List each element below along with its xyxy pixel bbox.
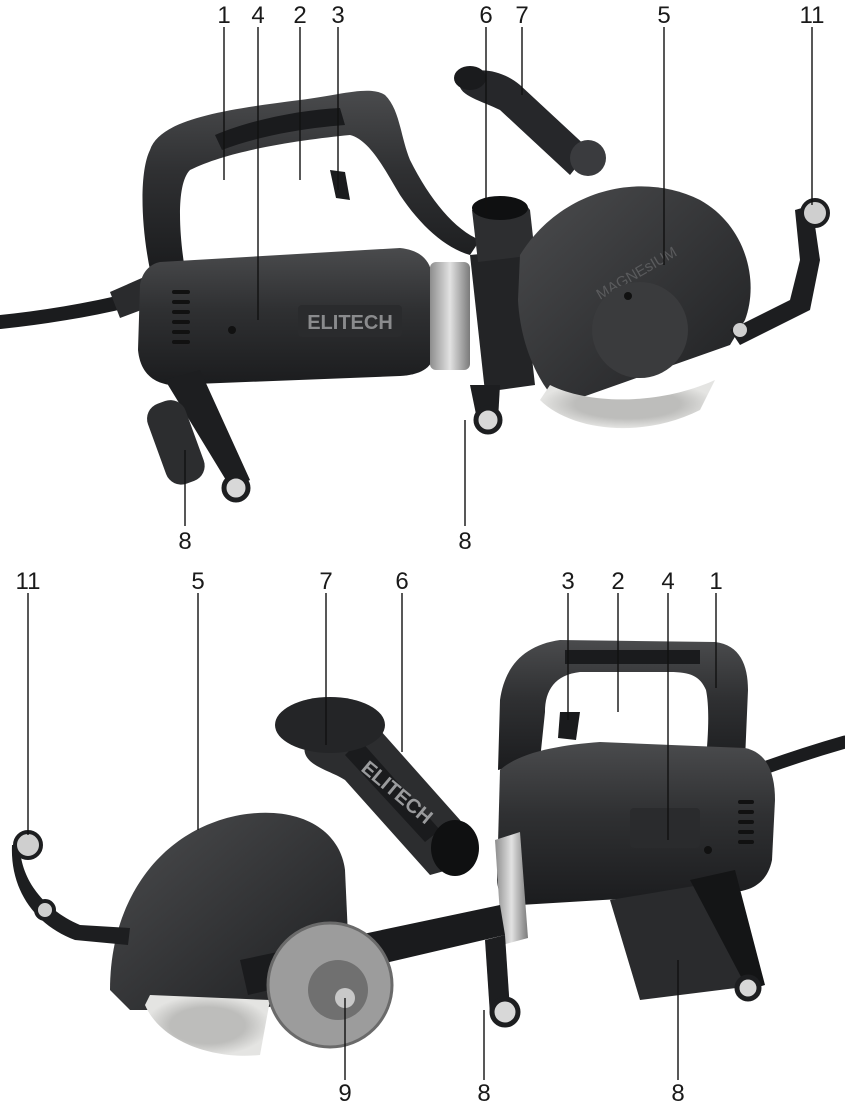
- callout-top-1: 1: [217, 2, 231, 29]
- bottom-handle-grip: [565, 650, 700, 664]
- callout-bottom-11: 11: [15, 568, 41, 595]
- bottom-gear-ring: [495, 832, 528, 945]
- bottom-depth-arm: [11, 845, 130, 945]
- bottom-rear-handle: [498, 640, 748, 770]
- top-brand-label: ELITECH: [307, 312, 393, 334]
- bottom-dust-port: [275, 697, 385, 753]
- callout-bottom-7: 7: [319, 568, 333, 595]
- bottom-trigger: [558, 712, 580, 740]
- callout-top-6: 6: [479, 2, 493, 29]
- callout-top-3: 3: [331, 2, 345, 29]
- callout-top-4: 4: [251, 2, 265, 29]
- top-brand-plate: [298, 305, 402, 337]
- callout-top-7: 7: [515, 2, 529, 29]
- top-dust-port-opening: [472, 196, 528, 220]
- top-side-handle-end: [454, 66, 486, 90]
- callout-bottom-8-rear: 8: [671, 1080, 685, 1107]
- top-tool-view: ELITECH MAGNEsIUM: [0, 66, 830, 503]
- bottom-leader-lines: [27, 593, 717, 1080]
- top-diamond-blade: [540, 380, 715, 429]
- callout-top-5: 5: [657, 2, 671, 29]
- callout-bottom-9: 9: [338, 1080, 352, 1107]
- top-flange-screw: [624, 292, 632, 300]
- callout-bottom-8-front: 8: [477, 1080, 491, 1107]
- bottom-rear-roller-frame: [690, 870, 765, 990]
- top-rear-roller: [147, 400, 205, 485]
- top-rear-roller-bracket: [165, 370, 250, 490]
- bottom-front-roller-bracket: [485, 935, 510, 1015]
- top-side-handle: [459, 70, 590, 175]
- callout-bottom-6: 6: [395, 568, 409, 595]
- top-flange-cover: [592, 282, 688, 378]
- callout-top-2: 2: [293, 2, 307, 29]
- bottom-motor-vents: [738, 800, 754, 844]
- callout-top-8-rear: 8: [178, 528, 192, 555]
- bottom-diamond-blade: [145, 995, 270, 1056]
- top-front-roller-foot: [473, 405, 503, 435]
- bottom-side-handle-opening: [431, 820, 479, 876]
- top-power-cord: [0, 293, 137, 329]
- top-handle-grip: [215, 108, 345, 150]
- callout-bottom-4: 4: [661, 568, 675, 595]
- bottom-housing-plate: [630, 808, 700, 848]
- bottom-front-roller-foot: [489, 996, 521, 1028]
- top-depth-arm-knob: [800, 198, 830, 228]
- bottom-housing-screw: [704, 846, 712, 854]
- top-depth-arm-pivot: [733, 323, 747, 337]
- top-motor-vents: [172, 290, 190, 344]
- bottom-side-handle-grip: [345, 740, 440, 842]
- bottom-depth-arm-knob: [13, 830, 43, 860]
- top-depth-arm: [730, 205, 820, 345]
- top-motor-housing: [138, 248, 434, 385]
- top-trigger: [330, 170, 350, 200]
- top-housing-screw: [228, 326, 236, 334]
- bottom-depth-arm-knob2: [34, 899, 56, 921]
- callout-top-8-front: 8: [458, 528, 472, 555]
- callout-bottom-1: 1: [709, 568, 723, 595]
- callout-bottom-2: 2: [611, 568, 625, 595]
- top-rear-roller-foot: [221, 473, 251, 503]
- top-gear-ring: [430, 262, 470, 370]
- bottom-rear-roller-foot: [734, 974, 762, 1002]
- top-side-handle-knob: [570, 140, 606, 176]
- callout-bottom-5: 5: [191, 568, 205, 595]
- bottom-flange-inner: [308, 960, 368, 1020]
- bottom-tool-view: ELITECH: [11, 640, 845, 1056]
- top-leader-lines: [184, 27, 813, 526]
- callout-bottom-3: 3: [561, 568, 575, 595]
- callout-top-11: 11: [799, 2, 825, 29]
